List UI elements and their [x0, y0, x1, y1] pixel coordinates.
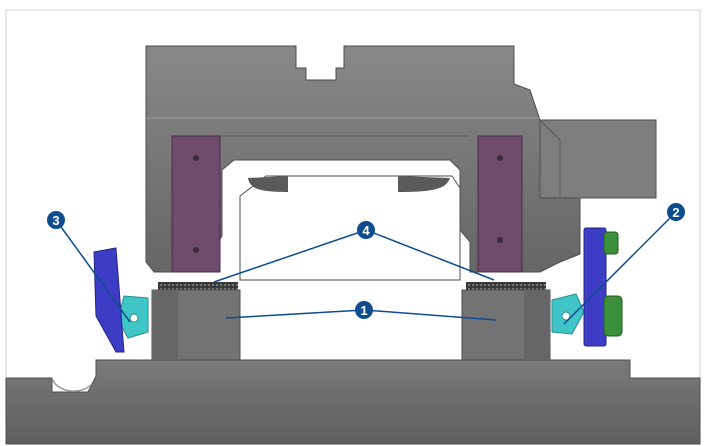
upper-housing [145, 45, 657, 273]
callout-2: 2 [667, 203, 685, 221]
leader-2 [563, 211, 677, 325]
clip-left [93, 247, 125, 353]
recess-left [248, 176, 288, 192]
wedge-left-bolt [129, 313, 139, 323]
leader-lines [55, 211, 677, 325]
callout-1: 1 [355, 301, 373, 319]
bolt-upper [603, 231, 619, 255]
wedge-right-bolt [561, 311, 571, 321]
callout-4-badge [357, 221, 375, 239]
rail-right-shade [524, 290, 550, 360]
callout-2-badge [667, 203, 685, 221]
clip-right [583, 227, 607, 347]
leader-3 [55, 219, 131, 323]
recess-right [398, 176, 450, 192]
callout-2-label: 2 [672, 205, 679, 220]
callout-1-badge [355, 301, 373, 319]
plate-left-hole-bottom [193, 247, 199, 253]
callout-3: 3 [47, 211, 65, 229]
callout-4-label: 4 [362, 223, 370, 238]
pad-left [158, 282, 238, 290]
right-arm-chamfer [539, 119, 561, 198]
leader-1-left [225, 309, 365, 319]
rail-left-shade [152, 290, 178, 360]
leader-4-right [365, 229, 495, 281]
base-plate-notch [51, 377, 93, 392]
pad-right [466, 282, 546, 290]
callout-4: 4 [357, 221, 375, 239]
base-plate [5, 359, 701, 445]
callout-1-label: 1 [360, 303, 367, 318]
plate-right-hole-top [497, 155, 503, 161]
plate-left-hole-top [193, 155, 199, 161]
callout-3-badge [47, 211, 65, 229]
leader-1-right [363, 309, 497, 321]
callout-3-label: 3 [52, 213, 59, 228]
plate-right [477, 135, 523, 273]
leader-4-left [213, 229, 367, 283]
right-arm [539, 119, 657, 199]
bolt-lower [603, 295, 623, 337]
plate-right-hole-bottom [497, 237, 503, 243]
